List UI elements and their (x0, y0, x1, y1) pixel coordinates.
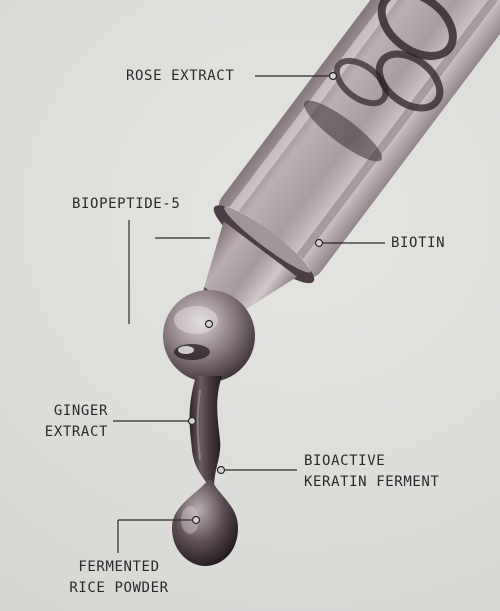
label-biopeptide-text: BIOPEPTIDE-5 (72, 196, 181, 212)
label-rice-line1: FERMENTED (78, 559, 160, 575)
label-rose-extract: ROSE EXTRACT (126, 66, 234, 87)
droplet-tear (172, 480, 238, 566)
label-ginger-line1: GINGER (53, 403, 108, 419)
label-ginger-line2: EXTRACT (44, 424, 108, 440)
label-rose-extract-text: ROSE EXTRACT (126, 68, 235, 84)
label-biotin: BIOTIN (391, 233, 445, 254)
callout-dots (187, 71, 338, 525)
label-rice-powder: FERMENTED RICE POWDER (55, 557, 183, 599)
label-keratin-line2: KERATIN FERMENT (304, 474, 440, 490)
label-biopeptide: BIOPEPTIDE-5 (72, 194, 180, 215)
label-keratin-ferment: BIOACTIVE KERATIN FERMENT (304, 451, 439, 493)
label-biotin-text: BIOTIN (391, 235, 446, 251)
callout-lines (113, 75, 385, 553)
label-ginger-extract: GINGER EXTRACT (32, 401, 108, 443)
label-rice-line2: RICE POWDER (69, 580, 169, 596)
droplet-bulb (163, 290, 255, 382)
label-keratin-line1: BIOACTIVE (304, 453, 386, 469)
